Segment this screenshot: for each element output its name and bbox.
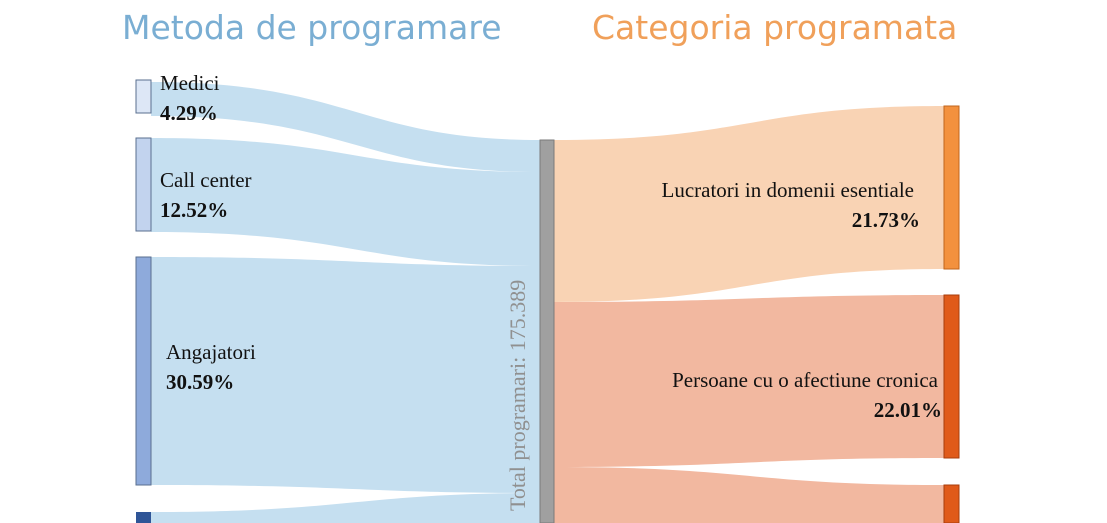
total-label-text: Total programari: 175.389 xyxy=(505,279,530,511)
link-medici-total xyxy=(151,82,540,172)
label-call-center-percent: 12.52% xyxy=(160,198,229,222)
node-angajatori xyxy=(135,256,152,486)
total-label: Total programari: 175.389 xyxy=(505,279,530,511)
node-lower-target xyxy=(943,484,960,523)
label-call-center-name: Call center xyxy=(160,168,252,192)
link-total-afectiune xyxy=(554,295,944,467)
label-afectiune: Persoane cu o afectiune cronica 22.01% xyxy=(600,365,942,425)
node-medici xyxy=(135,79,152,114)
label-lucratori-percent: 21.73% xyxy=(851,208,920,232)
label-afectiune-percent: 22.01% xyxy=(873,398,942,422)
right-column-heading: Categoria programata xyxy=(592,8,958,47)
label-medici-name: Medici xyxy=(160,71,220,95)
link-total-lower-target xyxy=(554,467,944,523)
node-total xyxy=(539,139,555,523)
label-lucratori-name: Lucratori in domenii esentiale xyxy=(661,178,915,202)
node-lower-source xyxy=(136,512,151,523)
label-lucratori: Lucratori in domenii esentiale 21.73% xyxy=(600,175,921,235)
label-call-center: Call center 12.52% xyxy=(160,165,252,225)
label-angajatori: Angajatori 30.59% xyxy=(166,337,256,397)
label-angajatori-percent: 30.59% xyxy=(166,370,235,394)
label-angajatori-name: Angajatori xyxy=(166,340,256,364)
label-medici: Medici 4.29% xyxy=(160,68,219,128)
label-afectiune-name: Persoane cu o afectiune cronica xyxy=(672,368,938,392)
left-column-heading: Metoda de programare xyxy=(122,8,502,47)
node-call-center xyxy=(135,137,152,232)
link-call-center-total xyxy=(151,138,540,266)
link-angajatori-total xyxy=(151,257,540,493)
link-total-lucratori xyxy=(554,106,944,302)
node-afectiune xyxy=(943,294,960,459)
label-medici-percent: 4.29% xyxy=(160,101,218,125)
node-lucratori xyxy=(943,105,960,270)
link-lower-total xyxy=(151,493,540,523)
